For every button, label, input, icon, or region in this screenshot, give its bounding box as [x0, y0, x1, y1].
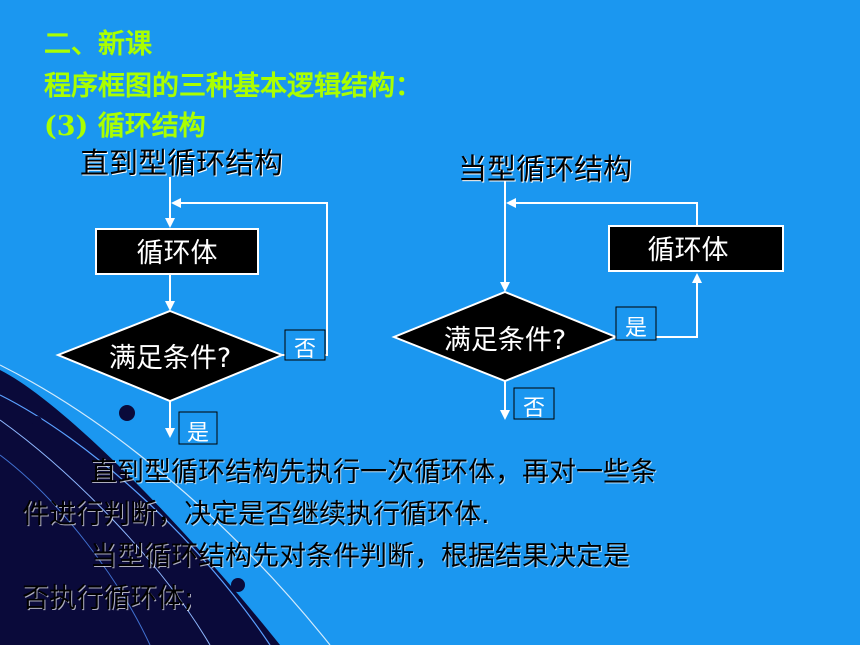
decor-dot: [32, 416, 42, 426]
right-body-box-label: 循环体: [648, 235, 729, 266]
paragraph-2-line-2: 否执行循环体;: [22, 583, 194, 614]
left-condition-label: 满足条件?: [109, 343, 231, 374]
left-body-box-label: 循环体: [137, 238, 218, 269]
decor-dot: [231, 578, 245, 592]
decor-dot: [119, 405, 135, 421]
right-flowchart: 满足条件? 循环体 是 否: [391, 180, 784, 421]
subheading-text: 循环结构: [97, 111, 206, 142]
right-no-label: 否: [523, 396, 545, 421]
paragraph-1-line-1: 直到型循环结构先执行一次循环体，再对一些条: [90, 457, 657, 488]
right-no-label-box: [513, 387, 555, 420]
left-yes-label: 是: [187, 421, 209, 446]
right-condition-label: 满足条件?: [444, 325, 566, 356]
decorative-corner: [0, 364, 331, 645]
left-flowchart: 循环体 满足条件? 否 是: [55, 177, 328, 446]
left-yes-label-box: [178, 411, 218, 445]
paragraph-1-line-2: 件进行判断，决定是否继续执行循环体.: [22, 499, 490, 530]
left-diagram-title: 直到型循环结构: [80, 146, 284, 180]
left-no-label-box: [284, 329, 326, 361]
right-diagram-title: 当型循环结构: [458, 152, 633, 186]
slide-subheading: (3) 循环结构: [44, 104, 206, 143]
section-title: 二、新课: [44, 29, 152, 60]
slide-heading: 程序框图的三种基本逻辑结构：: [44, 71, 422, 102]
right-yes-label: 是: [625, 316, 647, 341]
paragraph-2-line-1: 当型循环结构先对条件判断，根据结果决定是: [90, 541, 630, 572]
left-body-box: [95, 228, 259, 275]
left-no-label: 否: [294, 337, 316, 362]
subheading-number: (3): [44, 111, 89, 142]
right-yes-label-box: [615, 306, 657, 341]
right-loop-back-arrow: [506, 198, 698, 226]
